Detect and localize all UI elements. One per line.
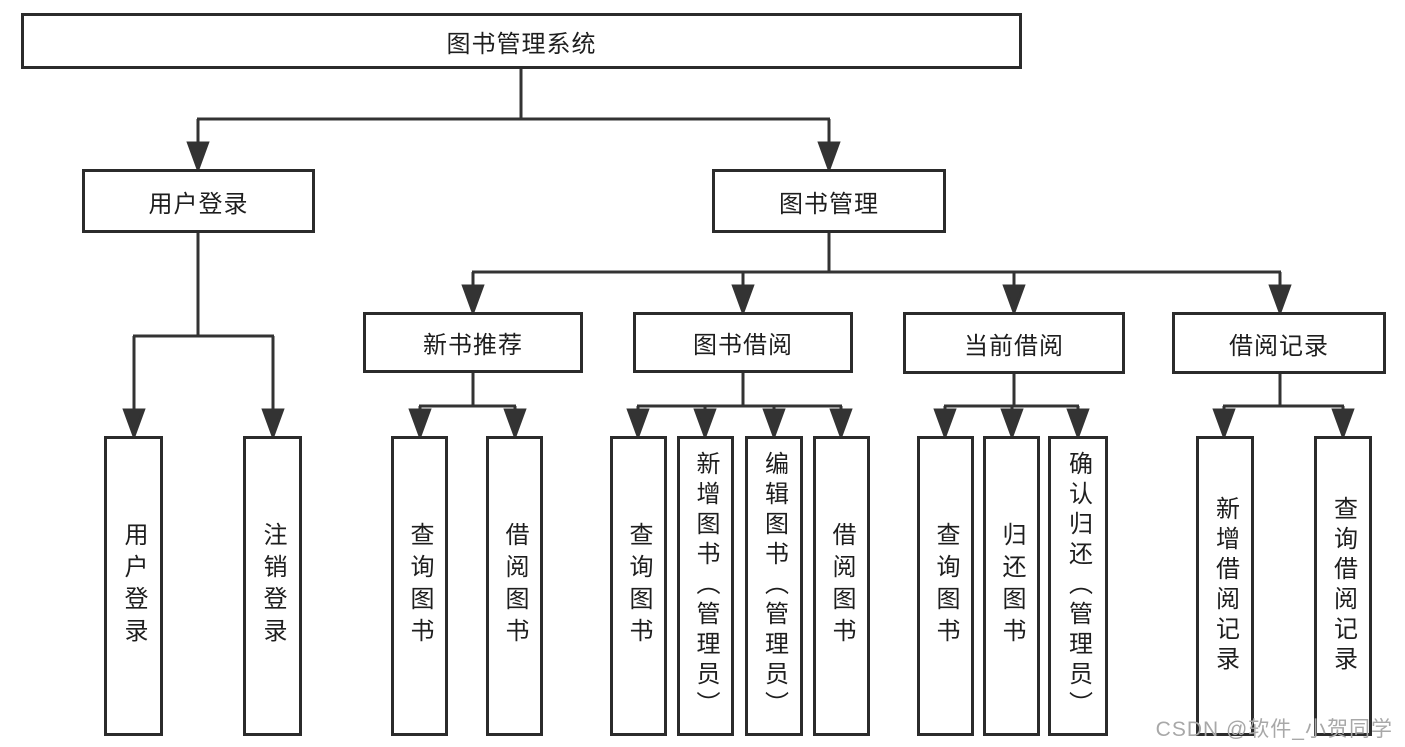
leaf-label: 查询图书 [625,522,652,650]
leaf-add-borrow-record: 新增借阅记录 [1196,436,1254,736]
node-label: 用户登录 [148,190,249,218]
leaf-label: 借阅图书 [828,522,855,650]
leaf-borrow-books: 借阅图书 [813,436,870,736]
leaf-label: 确认归还（管理员） [1064,451,1092,721]
node-label: 当前借阅 [964,332,1064,360]
leaf-label: 新增图书（管理员） [692,451,719,721]
node-new-book-recommend: 新书推荐 [363,312,583,373]
leaf-user-login: 用户登录 [104,436,163,736]
leaf-query-borrow-record: 查询借阅记录 [1314,436,1372,736]
leaf-label: 查询图书 [406,522,433,650]
node-book-borrow: 图书借阅 [633,312,853,373]
node-user-login: 用户登录 [82,169,315,233]
leaf-query-books-current: 查询图书 [917,436,974,736]
leaf-query-books-borrow: 查询图书 [610,436,667,736]
leaf-query-books-recommend: 查询图书 [391,436,448,736]
leaf-label: 查询借阅记录 [1329,496,1357,676]
node-label: 图书管理 [779,190,879,218]
leaf-label: 用户登录 [120,522,147,650]
leaf-confirm-return-admin: 确认归还（管理员） [1048,436,1108,736]
node-book-management: 图书管理 [712,169,946,233]
leaf-return-books: 归还图书 [983,436,1040,736]
node-label: 图书借阅 [693,332,793,359]
leaf-label: 借阅图书 [501,522,528,650]
node-label: 借阅记录 [1229,332,1329,360]
leaf-edit-books-admin: 编辑图书（管理员） [745,436,803,736]
node-label: 图书管理系统 [446,30,597,58]
leaf-borrow-books-recommend: 借阅图书 [486,436,543,736]
leaf-label: 归还图书 [998,522,1025,650]
leaf-label: 新增借阅记录 [1211,496,1239,676]
leaf-label: 注销登录 [259,522,286,650]
leaf-add-books-admin: 新增图书（管理员） [677,436,734,736]
node-label: 新书推荐 [423,332,523,359]
node-borrow-record: 借阅记录 [1172,312,1386,374]
leaf-logout: 注销登录 [243,436,302,736]
node-library-management-system: 图书管理系统 [21,13,1022,69]
node-current-borrow: 当前借阅 [903,312,1125,374]
csdn-watermark: CSDN @软件_小贺同学 [1155,718,1393,741]
leaf-label: 查询图书 [932,522,959,650]
leaf-label: 编辑图书（管理员） [760,451,788,721]
